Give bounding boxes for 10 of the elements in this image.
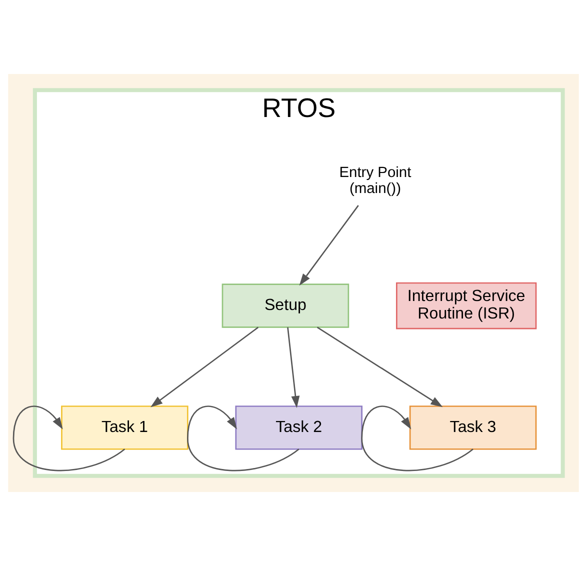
node-box: Task 2 [235, 405, 362, 450]
node-box: Task 3 [409, 405, 537, 450]
arrow [316, 326, 443, 407]
node-text: Entry Point (main()) [339, 164, 412, 196]
node-box: Setup [222, 283, 350, 328]
arrow [150, 326, 259, 407]
node-box: Interrupt Service Routine (ISR) [396, 282, 537, 329]
arrow [287, 326, 300, 408]
arrow [299, 204, 359, 286]
node-box: Task 1 [61, 405, 188, 450]
